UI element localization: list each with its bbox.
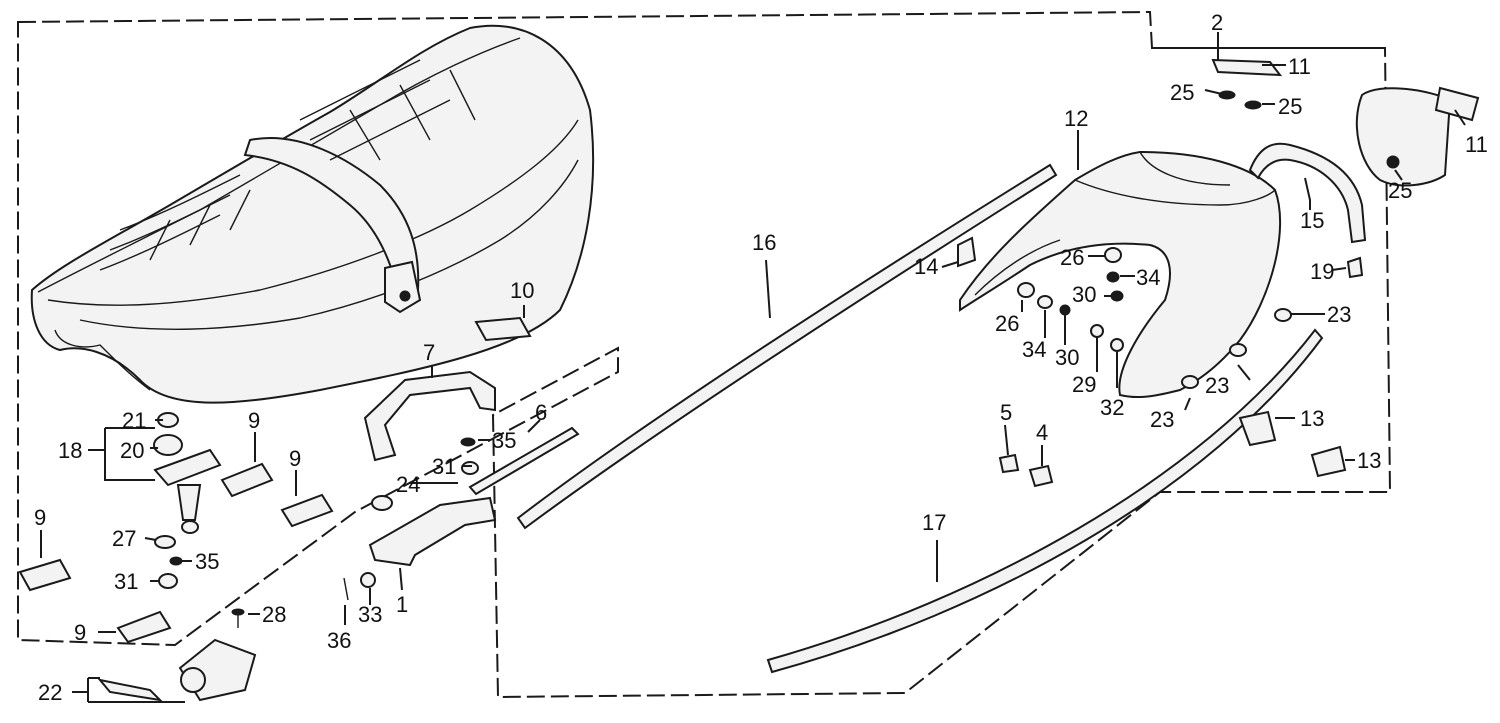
- callout-33: 33: [358, 602, 382, 627]
- callout-4: 4: [1036, 420, 1048, 445]
- group-boundary: [17, 10, 1392, 699]
- bracket-1: [368, 496, 497, 567]
- seat-assembly: [30, 24, 595, 404]
- callout-26: 26: [995, 311, 1019, 336]
- seat-lock: [97, 638, 257, 702]
- pad-9a: [18, 558, 72, 592]
- callout-25: 25: [1170, 80, 1194, 105]
- tail-emblem: [1355, 86, 1480, 187]
- callout-18: 18: [58, 438, 82, 463]
- callout-1: 1: [396, 592, 408, 617]
- emblem-bracket-2: [1211, 58, 1283, 110]
- hinge-assembly: [153, 412, 222, 534]
- callout-10: 10: [510, 278, 534, 303]
- callout-21: 21: [122, 408, 146, 433]
- callout-9: 9: [34, 505, 46, 530]
- bracket-7: [363, 370, 496, 462]
- callout-25: 25: [1278, 94, 1302, 119]
- pad-9b: [116, 610, 172, 644]
- callout-12: 12: [1064, 106, 1088, 131]
- callout-30: 30: [1072, 282, 1096, 307]
- callout-9: 9: [289, 446, 301, 471]
- callout-11: 11: [1288, 54, 1311, 79]
- callout-13: 13: [1357, 448, 1381, 473]
- callout-35: 35: [492, 428, 516, 453]
- callout-31: 31: [432, 454, 456, 479]
- callout-35: 35: [195, 549, 219, 574]
- callout-5: 5: [1000, 400, 1012, 425]
- callout-23: 23: [1150, 407, 1174, 432]
- callout-labels: 2 11 25 25 11 25 12 15 19 23 23 23 13 13…: [34, 10, 1488, 705]
- callout-6: 6: [535, 400, 547, 425]
- callout-31: 31: [114, 569, 138, 594]
- trim-strip-17: [766, 328, 1324, 674]
- callout-23: 23: [1205, 373, 1229, 398]
- rod-6: [468, 426, 580, 496]
- callout-15: 15: [1300, 208, 1324, 233]
- callout-19: 19: [1310, 259, 1334, 284]
- callout-13: 13: [1300, 406, 1324, 431]
- callout-30: 30: [1055, 345, 1079, 370]
- leader-lines: [40, 32, 1466, 703]
- grab-rail: [1248, 142, 1367, 244]
- callout-28: 28: [262, 602, 286, 627]
- callout-36: 36: [327, 628, 351, 653]
- pad-10: [474, 316, 532, 342]
- pad-9d: [280, 493, 334, 528]
- callout-23: 23: [1327, 302, 1351, 327]
- callout-14: 14: [914, 254, 938, 279]
- rear-cowl: [959, 150, 1282, 399]
- trim-strip-16: [516, 163, 1058, 530]
- callout-29: 29: [1072, 372, 1096, 397]
- callout-27: 27: [112, 526, 136, 551]
- callout-20: 20: [120, 438, 144, 463]
- callout-25: 25: [1388, 178, 1412, 203]
- callout-22: 22: [38, 680, 62, 705]
- callout-16: 16: [752, 230, 776, 255]
- pad-9c: [220, 462, 274, 498]
- callout-9: 9: [248, 408, 260, 433]
- callout-11: 11: [1465, 132, 1488, 157]
- callout-32: 32: [1100, 395, 1124, 420]
- fasteners: [154, 236, 1364, 628]
- callout-17: 17: [922, 510, 946, 535]
- callout-2: 2: [1211, 10, 1223, 35]
- callout-34: 34: [1022, 337, 1046, 362]
- callout-34: 34: [1136, 265, 1160, 290]
- callout-26: 26: [1060, 245, 1084, 270]
- callout-24: 24: [396, 472, 420, 497]
- callout-7: 7: [423, 340, 435, 365]
- callout-9: 9: [74, 620, 86, 645]
